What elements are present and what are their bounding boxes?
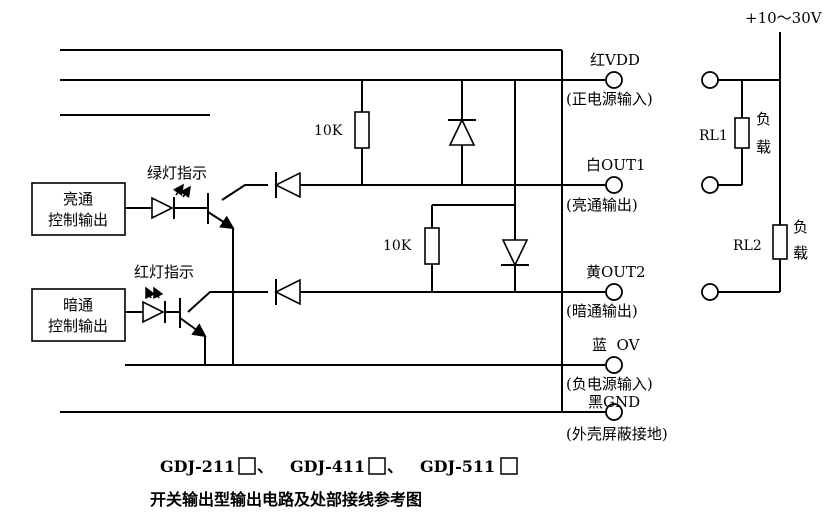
led-green (151, 183, 191, 220)
terminal-vdd[interactable] (605, 71, 623, 89)
diode-vdd-out2 (501, 239, 529, 267)
diode-vdd-out1 (448, 118, 476, 146)
led-green-label: 绿灯指示 (147, 164, 207, 182)
model-511-box (500, 457, 518, 475)
transistor-bright (207, 193, 235, 230)
supply-voltage-label: +10～30V (745, 9, 823, 27)
bright-block-line2: 控制输出 (48, 211, 108, 229)
dark-control-block (31, 288, 126, 342)
q1-collector (221, 184, 268, 201)
load-terminal-3[interactable] (701, 283, 719, 301)
model-511: GDJ-511 (420, 457, 495, 476)
load-rl2-text-2: 载 (793, 244, 808, 262)
terminal-vdd-desc: (正电源输入) (566, 90, 653, 108)
diode-out2-series (274, 278, 301, 306)
load-rl1 (734, 117, 750, 149)
dark-block-line2: 控制输出 (48, 317, 108, 335)
terminal-gnd[interactable] (605, 403, 623, 421)
separator-1: 、 (257, 457, 273, 476)
bright-block-line1: 亮通 (63, 190, 93, 208)
led-red (142, 286, 166, 324)
diode-out1-series (274, 171, 301, 199)
terminal-out2[interactable] (605, 283, 623, 301)
resistor-10k-1 (354, 111, 370, 149)
transistor-dark (179, 298, 207, 338)
caption-models: GDJ-211 、 GDJ-411 、 GDJ-511 (160, 457, 518, 476)
load-rl2-text-1: 负 (793, 218, 808, 236)
load-rl2 (772, 224, 788, 260)
model-411-box (368, 457, 386, 475)
load-terminal-2[interactable] (701, 176, 719, 194)
load-rl1-text-2: 载 (756, 138, 771, 156)
terminal-ov[interactable] (605, 356, 623, 374)
separator-2: 、 (387, 457, 403, 476)
terminal-ov-label: 蓝 OV (592, 336, 641, 354)
terminal-gnd-desc: (外壳屏蔽接地) (566, 425, 668, 443)
led-red-label: 红灯指示 (134, 263, 194, 281)
load-rl2-label: RL2 (733, 238, 762, 254)
resistor-label-1: 10K (314, 123, 343, 139)
terminal-ov-desc: (负电源输入) (566, 375, 653, 393)
terminal-gnd-label: 黑GND (588, 393, 640, 411)
terminal-out2-desc: (暗通输出) (566, 302, 638, 320)
load-rl1-label: RL1 (699, 128, 728, 144)
model-211-box (238, 457, 256, 475)
terminal-out1-desc: (亮通输出) (566, 196, 638, 214)
resistor-label-2: 10K (383, 238, 412, 254)
terminal-out1[interactable] (605, 176, 623, 194)
terminal-vdd-label: 红VDD (590, 51, 640, 69)
resistor-10k-2 (424, 227, 440, 265)
wires (60, 49, 605, 413)
bright-control-block (31, 182, 126, 236)
load-terminal-1[interactable] (701, 71, 719, 89)
terminal-out1-label: 白OUT1 (586, 156, 646, 174)
load-rl1-text-1: 负 (756, 110, 771, 128)
terminal-out2-label: 黄OUT2 (586, 263, 646, 281)
q2-collector (187, 291, 268, 313)
dark-block-line1: 暗通 (63, 296, 93, 314)
model-211: GDJ-211 (160, 457, 235, 476)
caption-title: 开关输出型输出电路及处部接线参考图 (150, 490, 422, 509)
model-411: GDJ-411 (290, 457, 365, 476)
